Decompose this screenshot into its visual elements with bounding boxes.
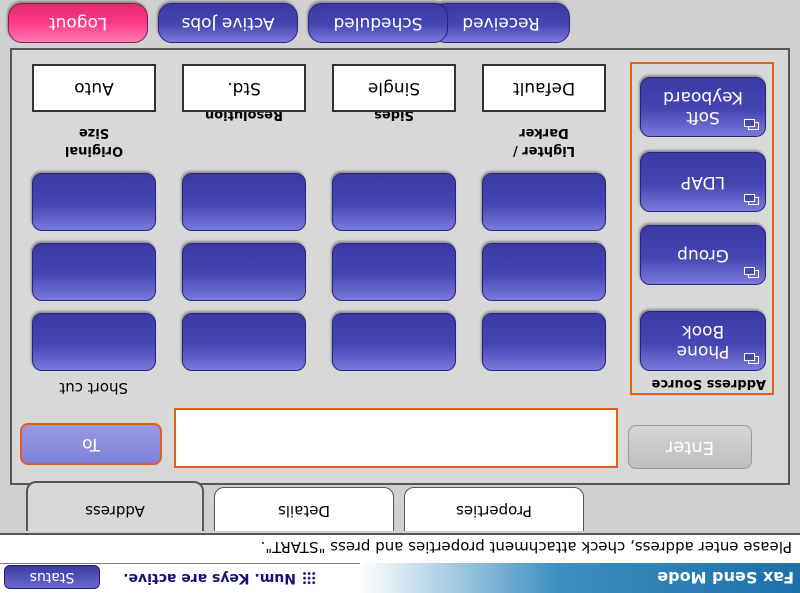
received-tab[interactable]: Received	[432, 3, 570, 43]
to-button[interactable]: To	[20, 423, 162, 465]
title-bar: Fax Send Mode Num. Keys are active. Stat…	[0, 563, 800, 593]
ldap-label: LDAP	[680, 172, 726, 192]
shortcut-button[interactable]	[482, 243, 606, 301]
address-input[interactable]	[174, 408, 618, 468]
lighter-darker-label: Lighter / Darker	[512, 125, 576, 158]
num-keys-indicator: Num. Keys are active.	[123, 570, 316, 586]
window-icon	[745, 120, 759, 130]
phone-book-button[interactable]: Phone Book	[640, 311, 766, 371]
keypad-icon	[302, 571, 316, 585]
soft-keyboard-label: Soft Keyboard	[663, 87, 743, 127]
group-button[interactable]: Group	[640, 225, 766, 285]
shortcut-button[interactable]	[482, 313, 606, 371]
window-icon	[745, 195, 759, 205]
sides-value[interactable]: Single	[332, 64, 456, 112]
resolution-value[interactable]: Std.	[182, 64, 306, 112]
shortcut-button[interactable]	[182, 173, 306, 231]
shortcut-button[interactable]	[32, 243, 156, 301]
tab-properties[interactable]: Properties	[404, 487, 584, 531]
shortcut-label: Short cut	[59, 379, 128, 397]
status-button[interactable]: Status	[4, 565, 100, 589]
logout-tab[interactable]: Logout	[8, 3, 148, 43]
ldap-button[interactable]: LDAP	[640, 152, 766, 212]
enter-button[interactable]: Enter	[628, 425, 752, 469]
group-label: Group	[677, 245, 729, 265]
scheduled-tab[interactable]: Scheduled	[308, 3, 448, 43]
shortcut-button[interactable]	[32, 313, 156, 371]
message-line: Please enter address, check attachment p…	[0, 533, 800, 563]
window-icon	[745, 268, 759, 278]
mode-title: Fax Send Mode	[657, 568, 794, 587]
shortcut-button[interactable]	[482, 173, 606, 231]
original-size-value[interactable]: Auto	[32, 64, 156, 112]
tab-address[interactable]: Address	[26, 481, 204, 531]
instruction-text: Please enter address, check attachment p…	[260, 538, 792, 556]
lighter-darker-value[interactable]: Default	[482, 64, 606, 112]
shortcut-button[interactable]	[332, 313, 456, 371]
shortcut-button[interactable]	[182, 313, 306, 371]
tab-details[interactable]: Details	[214, 487, 394, 531]
phone-book-label: Phone Book	[676, 321, 730, 361]
active-jobs-tab[interactable]: Active Jobs	[158, 3, 298, 43]
soft-keyboard-button[interactable]: Soft Keyboard	[640, 77, 766, 137]
shortcut-button[interactable]	[32, 173, 156, 231]
window-icon	[745, 354, 759, 364]
address-source-label: Address Source	[651, 376, 766, 391]
num-keys-text: Num. Keys are active.	[123, 570, 296, 586]
shortcut-button[interactable]	[332, 243, 456, 301]
shortcut-button[interactable]	[332, 173, 456, 231]
shortcut-button[interactable]	[182, 243, 306, 301]
original-size-label: Original Size	[64, 125, 124, 158]
